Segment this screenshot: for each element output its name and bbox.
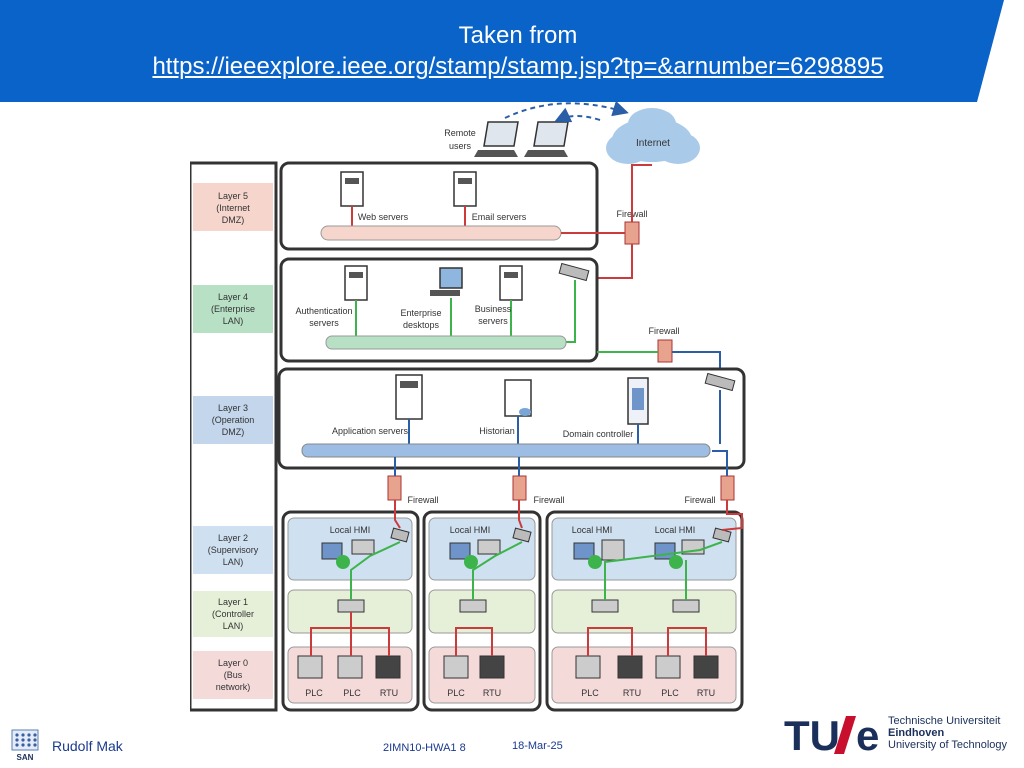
- server-icon: [344, 265, 368, 301]
- firewall-label: Firewall: [407, 495, 438, 505]
- svg-text:(Bus: (Bus: [224, 670, 243, 680]
- svg-text:SAN: SAN: [17, 753, 34, 762]
- desktops-label-2: desktops: [403, 320, 440, 330]
- svg-text:DMZ): DMZ): [222, 427, 245, 437]
- desktops-label: Enterprise: [400, 308, 441, 318]
- svg-text:DMZ): DMZ): [222, 215, 245, 225]
- svg-text:PLC: PLC: [581, 688, 599, 698]
- domain-controller-label: Domain controller: [563, 429, 634, 439]
- svg-text:Layer 4: Layer 4: [218, 292, 248, 302]
- svg-text:Layer 3: Layer 3: [218, 403, 248, 413]
- switch-icon: [704, 372, 736, 392]
- laptop-icon: [474, 121, 519, 157]
- tue-name-line-1: Technische Universiteit: [888, 715, 1001, 727]
- firewall-icon: [387, 475, 402, 501]
- laptop-icon: [524, 121, 569, 157]
- svg-text:LAN): LAN): [223, 621, 244, 631]
- svg-text:PLC: PLC: [447, 688, 465, 698]
- svg-text:(Supervisory: (Supervisory: [208, 545, 259, 555]
- firewall-icon: [720, 475, 735, 501]
- svg-text:PLC: PLC: [305, 688, 323, 698]
- svg-text:Local HMI: Local HMI: [330, 525, 371, 535]
- app-servers-label: Application servers: [332, 426, 409, 436]
- layer-5-bus: [320, 225, 562, 241]
- firewall-label: Firewall: [648, 326, 679, 336]
- server-icon: [499, 265, 523, 301]
- firewall-icon: [657, 339, 673, 363]
- svg-text:(Internet: (Internet: [216, 203, 250, 213]
- switch-icon: [558, 262, 590, 282]
- svg-text:Layer 1: Layer 1: [218, 597, 248, 607]
- remote-link-arrow: [504, 100, 629, 119]
- tue-logo: TU e: [784, 712, 879, 756]
- svg-text:(Operation: (Operation: [212, 415, 255, 425]
- historian-label: Historian: [479, 426, 515, 436]
- internet-label: Internet: [636, 138, 670, 149]
- svg-text:LAN): LAN): [223, 316, 244, 326]
- firewall-label: Firewall: [684, 495, 715, 505]
- svg-text:Layer 2: Layer 2: [218, 533, 248, 543]
- title-banner: [0, 0, 1004, 102]
- tue-name-line-2: Eindhoven: [888, 727, 945, 739]
- server-icon: [395, 374, 423, 420]
- slide-title: Taken from: [458, 22, 578, 49]
- cell-1: Local HMI PLC PLC RTU: [281, 500, 420, 712]
- svg-text:(Enterprise: (Enterprise: [211, 304, 255, 314]
- tue-name-line-3: University of Technology: [888, 739, 1008, 751]
- svg-text:PLC: PLC: [661, 688, 679, 698]
- auth-servers-label-2: servers: [309, 318, 339, 328]
- footer-author: Rudolf Mak: [52, 738, 123, 754]
- layer-3-label: Layer 3 (Operation DMZ): [193, 396, 273, 444]
- business-servers-label-2: servers: [478, 316, 508, 326]
- business-servers-label: Business: [475, 304, 512, 314]
- firewall-icon: [624, 221, 640, 245]
- cell-3: Local HMI Local HMI PLC RTU PLC RTU: [545, 500, 744, 712]
- layer-4-label: Layer 4 (Enterprise LAN): [193, 285, 273, 333]
- layer-3-bus: [301, 443, 711, 458]
- server-icon: [340, 171, 364, 207]
- svg-text:RTU: RTU: [483, 688, 501, 698]
- firewall-icon: [512, 475, 527, 501]
- desktop-icon: [430, 267, 463, 296]
- remote-link-arrow: [554, 107, 601, 123]
- svg-text:e: e: [856, 712, 879, 756]
- server-icon: [453, 171, 477, 207]
- svg-text:Local HMI: Local HMI: [450, 525, 491, 535]
- email-servers-label: Email servers: [472, 212, 527, 222]
- svg-text:Local HMI: Local HMI: [572, 525, 613, 535]
- layer-4-bus: [325, 335, 567, 350]
- svg-text:(Controller: (Controller: [212, 609, 254, 619]
- svg-text:LAN): LAN): [223, 557, 244, 567]
- source-link[interactable]: https://ieeexplore.ieee.org/stamp/stamp.…: [152, 53, 884, 80]
- svg-text:Layer 0: Layer 0: [218, 658, 248, 668]
- domain-controller-icon: [627, 377, 649, 425]
- historian-icon: [504, 379, 532, 417]
- svg-text:RTU: RTU: [380, 688, 398, 698]
- svg-text:RTU: RTU: [697, 688, 715, 698]
- svg-text:Layer 5: Layer 5: [218, 191, 248, 201]
- firewall-label: Firewall: [533, 495, 564, 505]
- layer-5-label: Layer 5 (Internet DMZ): [193, 183, 273, 231]
- svg-text:network): network): [216, 682, 251, 692]
- web-servers-label: Web servers: [358, 212, 409, 222]
- layer-1-label: Layer 1 (Controller LAN): [193, 591, 273, 637]
- svg-text:Local HMI: Local HMI: [655, 525, 696, 535]
- san-logo: SAN: [11, 729, 39, 762]
- remote-users-label-text: Remote: [444, 128, 476, 138]
- footer-course-code: 2IMN10-HWA1 8: [383, 742, 466, 754]
- layer-2-label: Layer 2 (Supervisory LAN): [193, 526, 273, 574]
- auth-servers-label: Authentication: [295, 306, 352, 316]
- svg-text:TU: TU: [784, 712, 840, 756]
- internet-cloud-icon: [606, 108, 700, 164]
- layer-0-label: Layer 0 (Bus network): [193, 651, 273, 699]
- ics-network-diagram: Remote users Internet Layer 5 (Internet …: [190, 100, 746, 712]
- svg-text:PLC: PLC: [343, 688, 361, 698]
- remote-users-label-text2: users: [449, 141, 472, 151]
- cell-2: Local HMI PLC RTU: [422, 500, 542, 712]
- svg-text:RTU: RTU: [623, 688, 641, 698]
- footer-date: 18-Mar-25: [512, 740, 563, 752]
